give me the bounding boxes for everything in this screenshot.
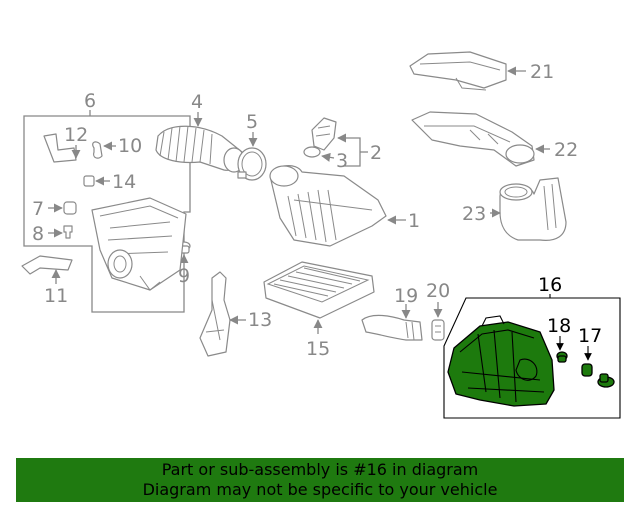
part-16-box <box>443 294 621 419</box>
callout-20: 20 <box>426 280 450 302</box>
part-16-housing <box>447 315 555 407</box>
callout-13: 13 <box>248 309 272 331</box>
banner-line-1: Part or sub-assembly is #16 in diagram <box>161 460 479 479</box>
part-2-sensor <box>303 117 368 167</box>
callout-2: 2 <box>370 142 382 164</box>
callout-8: 8 <box>32 223 44 245</box>
callout-12: 12 <box>64 124 88 146</box>
part-19-duct <box>361 304 423 341</box>
banner-line-2: Diagram may not be specific to your vehi… <box>142 480 498 499</box>
part-18-grommet <box>556 336 568 363</box>
callout-18: 18 <box>547 315 571 337</box>
part-7-grommet <box>48 201 77 215</box>
part-6-housing <box>91 197 187 291</box>
part-21-duct <box>409 51 526 91</box>
callout-7: 7 <box>32 198 44 220</box>
part-14-nut <box>83 175 110 187</box>
callout-9: 9 <box>178 265 190 287</box>
part-17-fastener <box>581 346 615 388</box>
part-5-clamp <box>237 132 267 181</box>
part-15-filter <box>263 261 375 334</box>
callout-10: 10 <box>118 135 142 157</box>
callout-6: 6 <box>84 90 96 112</box>
callout-19: 19 <box>394 285 418 307</box>
callout-labels: 1 2 3 4 5 6 7 8 9 10 11 12 13 14 15 16 1… <box>32 61 602 360</box>
callout-1: 1 <box>408 210 420 232</box>
info-banner: Part or sub-assembly is #16 in diagram D… <box>16 458 624 502</box>
callout-17: 17 <box>578 325 602 347</box>
callout-14: 14 <box>112 171 136 193</box>
part-13-bracket <box>199 271 246 357</box>
part-10-clip <box>92 141 116 159</box>
callout-3: 3 <box>336 150 348 172</box>
part-22-duct <box>411 111 550 167</box>
callout-5: 5 <box>246 111 258 133</box>
callout-21: 21 <box>530 61 554 83</box>
callout-11: 11 <box>44 285 68 307</box>
part-20-clip <box>431 302 445 341</box>
callout-23: 23 <box>462 203 486 225</box>
callout-15: 15 <box>306 338 330 360</box>
part-1-cover <box>269 165 406 247</box>
part-11-bracket <box>21 255 73 284</box>
part-12-bracket <box>43 133 81 163</box>
callout-4: 4 <box>191 91 203 113</box>
part-8-bolt <box>48 225 73 239</box>
callout-22: 22 <box>554 139 578 161</box>
part-23-resonator <box>490 177 567 241</box>
part-4-intake-hose <box>155 112 245 173</box>
callout-16: 16 <box>538 274 562 296</box>
